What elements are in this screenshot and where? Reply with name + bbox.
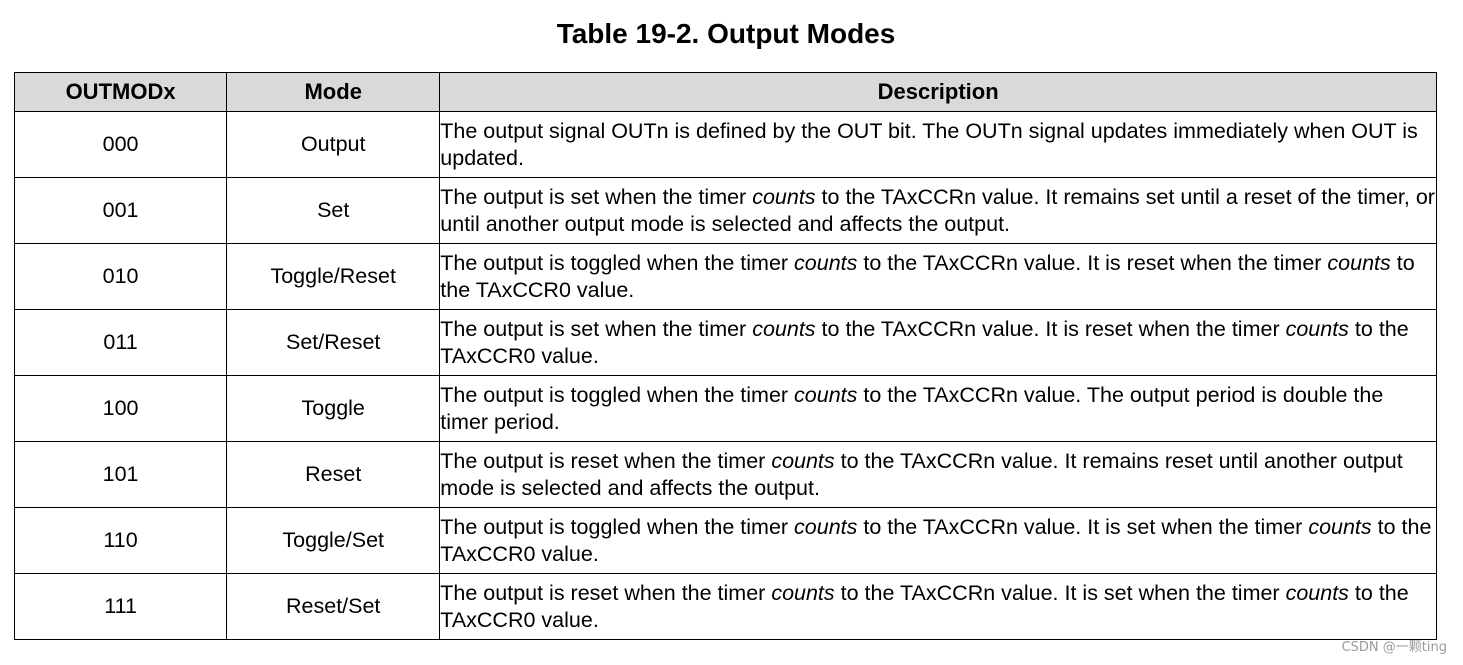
description-emphasis: counts xyxy=(752,316,816,341)
description-text: to the TAxCCRn value. It remains reset u… xyxy=(440,448,1403,500)
table-header-row: OUTMODx Mode Description xyxy=(13,72,1437,112)
mode-cell: Toggle/Reset xyxy=(226,243,441,310)
description-text: The output is set when the timer xyxy=(440,184,753,209)
mode-cell: Reset/Set xyxy=(226,573,441,640)
outmodx-cell: 100 xyxy=(13,375,228,442)
description-cell: The output is toggled when the timer cou… xyxy=(439,375,1437,442)
description-emphasis: counts xyxy=(752,184,816,209)
outmodx-cell: 010 xyxy=(13,243,228,310)
description-text: to the TAxCCRn value. It is reset when t… xyxy=(857,250,1328,275)
mode-cell: Set xyxy=(226,177,441,244)
description-cell: The output is set when the timer counts … xyxy=(439,309,1437,376)
description-emphasis: counts xyxy=(1285,580,1349,605)
outmodx-cell: 111 xyxy=(13,573,228,640)
description-emphasis: counts xyxy=(794,514,858,539)
description-emphasis: counts xyxy=(1308,514,1372,539)
description-text: The output is toggled when the timer xyxy=(440,250,795,275)
description-text: to the TAxCCR0 value. xyxy=(440,316,1409,368)
description-cell: The output is set when the timer counts … xyxy=(439,177,1437,244)
description-cell: The output is toggled when the timer cou… xyxy=(439,243,1437,310)
description-emphasis: counts xyxy=(771,580,835,605)
mode-cell: Toggle/Set xyxy=(226,507,441,574)
description-emphasis: counts xyxy=(771,448,835,473)
description-text: The output is set when the timer xyxy=(440,316,753,341)
header-mode: Mode xyxy=(226,72,441,112)
description-cell: The output is reset when the timer count… xyxy=(439,573,1437,640)
description-cell: The output is reset when the timer count… xyxy=(439,441,1437,508)
description-emphasis: counts xyxy=(1285,316,1349,341)
description-emphasis: counts xyxy=(794,382,858,407)
mode-cell: Reset xyxy=(226,441,441,508)
outmodx-cell: 000 xyxy=(13,111,228,178)
description-text: to the TAxCCR0 value. xyxy=(440,514,1432,566)
description-text: The output is reset when the timer xyxy=(440,580,772,605)
description-text: to the TAxCCRn value. It is set when the… xyxy=(857,514,1309,539)
description-text: The output is reset when the timer xyxy=(440,448,772,473)
header-outmodx: OUTMODx xyxy=(13,72,228,112)
outmodx-cell: 001 xyxy=(13,177,228,244)
outmodx-cell: 110 xyxy=(13,507,228,574)
description-text: The output is toggled when the timer xyxy=(440,382,795,407)
description-text: to the TAxCCR0 value. xyxy=(440,580,1409,632)
header-description: Description xyxy=(439,72,1437,112)
description-text: The output is toggled when the timer xyxy=(440,514,795,539)
mode-cell: Toggle xyxy=(226,375,441,442)
description-text: to the TAxCCRn value. The output period … xyxy=(440,382,1384,434)
description-text: to the TAxCCRn value. It remains set unt… xyxy=(440,184,1435,236)
description-cell: The output is toggled when the timer cou… xyxy=(439,507,1437,574)
outmodx-cell: 011 xyxy=(13,309,228,376)
watermark: CSDN @一颗ting xyxy=(1341,640,1447,655)
description-emphasis: counts xyxy=(794,250,858,275)
description-text: to the TAxCCRn value. It is reset when t… xyxy=(815,316,1286,341)
description-text: to the TAxCCR0 value. xyxy=(440,250,1415,302)
mode-cell: Set/Reset xyxy=(226,309,441,376)
mode-cell: Output xyxy=(226,111,441,178)
description-text: The output signal OUTn is defined by the… xyxy=(440,118,1418,170)
description-emphasis: counts xyxy=(1327,250,1391,275)
table-title: Table 19-2. Output Modes xyxy=(556,18,896,49)
outmodx-cell: 101 xyxy=(13,441,228,508)
description-text: to the TAxCCRn value. It is set when the… xyxy=(834,580,1286,605)
description-cell: The output signal OUTn is defined by the… xyxy=(439,111,1437,178)
